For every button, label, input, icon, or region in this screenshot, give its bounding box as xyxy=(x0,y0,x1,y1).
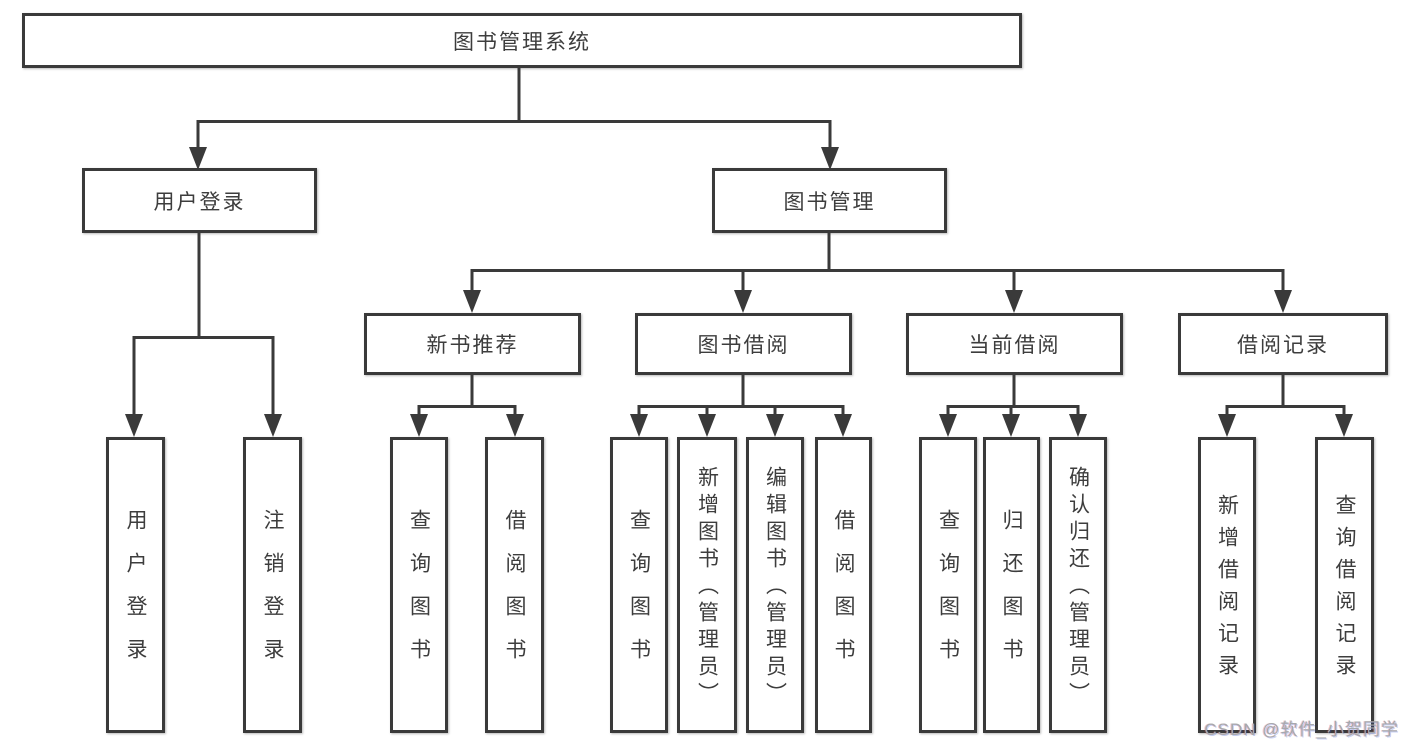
leaf-cb-return-book-label: 归还图书 xyxy=(1000,509,1023,681)
leaf-cb-query-book-label: 查询图书 xyxy=(936,509,960,681)
leaf-user-login: 用户登录 xyxy=(106,437,165,733)
node-borrow-record-label: 借阅记录 xyxy=(1237,334,1329,357)
node-book-management: 图书管理 xyxy=(712,168,947,233)
node-book-borrow-label: 图书借阅 xyxy=(697,334,790,357)
csdn-watermark: CSDN @软件_小贺同学 xyxy=(1204,720,1399,739)
leaf-br-add-record-label: 新增借阅记录 xyxy=(1215,494,1239,686)
node-new-book-recommend: 新书推荐 xyxy=(364,313,581,375)
leaf-cb-confirm-return-admin-label: 确认归还（管理员） xyxy=(1066,466,1090,709)
leaf-br-query-record: 查询借阅记录 xyxy=(1315,437,1374,733)
leaf-br-add-record: 新增借阅记录 xyxy=(1198,437,1256,733)
node-new-book-recommend-label: 新书推荐 xyxy=(426,334,519,357)
leaf-bb-edit-book-admin: 编辑图书（管理员） xyxy=(746,437,804,733)
leaf-cb-confirm-return-admin: 确认归还（管理员） xyxy=(1049,437,1107,733)
node-borrow-record: 借阅记录 xyxy=(1178,313,1388,375)
leaf-rec-query-book-label: 查询图书 xyxy=(407,509,431,681)
leaf-rec-borrow-book: 借阅图书 xyxy=(485,437,544,733)
leaf-bb-borrow-book-label: 借阅图书 xyxy=(832,509,855,681)
node-book-management-label: 图书管理 xyxy=(783,190,876,214)
node-root: 图书管理系统 xyxy=(22,13,1022,68)
leaf-cb-return-book: 归还图书 xyxy=(983,437,1040,733)
leaf-logout: 注销登录 xyxy=(243,437,302,733)
leaf-rec-query-book: 查询图书 xyxy=(390,437,448,733)
leaf-rec-borrow-book-label: 借阅图书 xyxy=(503,509,526,681)
leaf-br-query-record-label: 查询借阅记录 xyxy=(1333,494,1356,686)
leaf-bb-add-book-admin: 新增图书（管理员） xyxy=(677,437,737,733)
leaf-bb-edit-book-admin-label: 编辑图书（管理员） xyxy=(763,466,787,709)
node-current-borrow-label: 当前借阅 xyxy=(968,334,1061,357)
leaf-bb-query-book-label: 查询图书 xyxy=(627,509,651,681)
arrowheads xyxy=(125,147,1353,437)
leaf-logout-label: 注销登录 xyxy=(261,509,284,681)
leaf-bb-borrow-book: 借阅图书 xyxy=(815,437,872,733)
leaf-bb-add-book-admin-label: 新增图书（管理员） xyxy=(695,466,719,709)
node-user-login-label: 用户登录 xyxy=(153,190,246,214)
leaf-bb-query-book: 查询图书 xyxy=(610,437,668,733)
node-current-borrow: 当前借阅 xyxy=(906,313,1123,375)
node-root-label: 图书管理系统 xyxy=(453,30,591,54)
leaf-user-login-label: 用户登录 xyxy=(124,509,147,681)
leaf-cb-query-book: 查询图书 xyxy=(919,437,977,733)
node-book-borrow: 图书借阅 xyxy=(635,313,852,375)
node-user-login: 用户登录 xyxy=(82,168,317,233)
